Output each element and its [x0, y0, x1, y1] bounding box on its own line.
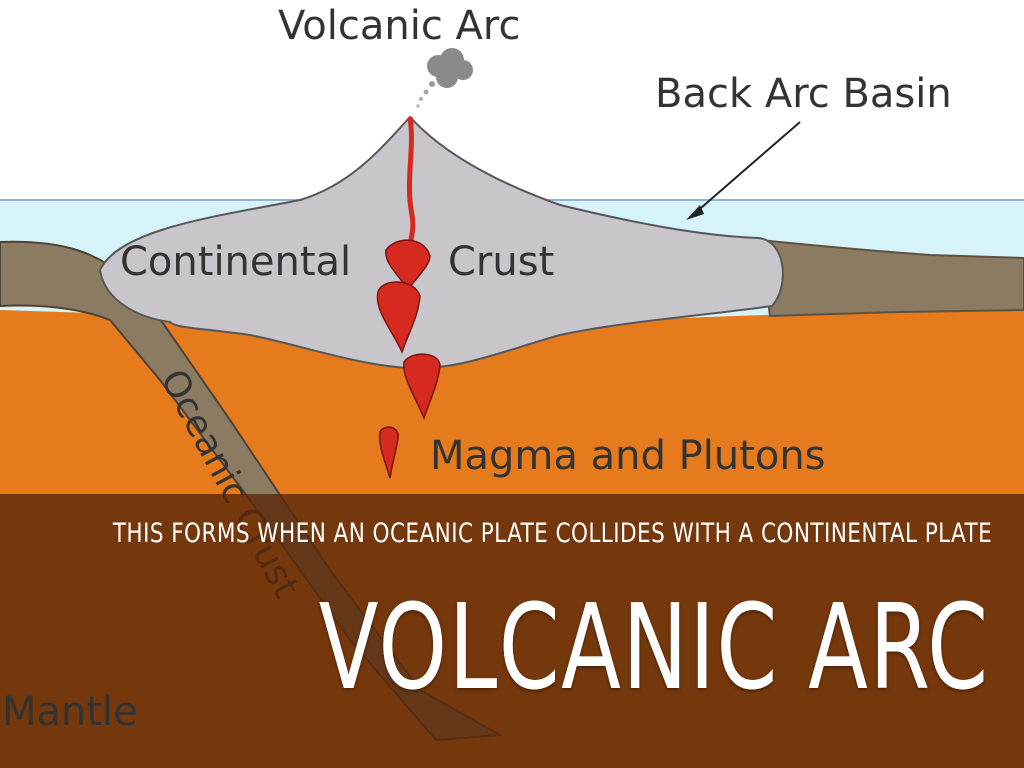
label-continental: Continental	[120, 239, 352, 285]
back-arc-pointer-line	[693, 121, 801, 215]
caption-band	[0, 494, 1024, 768]
slide-subtitle: THIS FORMS WHEN AN OCEANIC PLATE COLLIDE…	[112, 518, 992, 549]
sky	[0, 0, 1024, 200]
magma-chamber-middle	[376, 281, 421, 355]
label-back-arc-basin: Back Arc Basin	[655, 71, 952, 117]
label-volcanic-arc: Volcanic Arc	[278, 3, 521, 49]
volcanic-smoke	[416, 48, 473, 108]
slide-title: VOLCANIC ARC	[319, 578, 990, 716]
back-arc-oceanic-crust	[758, 238, 1024, 318]
label-crust: Crust	[448, 239, 555, 285]
magma-chamber-upper	[385, 239, 431, 292]
pluton-small	[378, 426, 399, 479]
continental-crust	[98, 115, 784, 370]
back-arc-arrowhead	[686, 205, 704, 220]
label-mantle: Mantle	[2, 689, 138, 735]
pluton-lower	[403, 353, 441, 421]
label-magma-and-plutons: Magma and Plutons	[430, 433, 826, 479]
